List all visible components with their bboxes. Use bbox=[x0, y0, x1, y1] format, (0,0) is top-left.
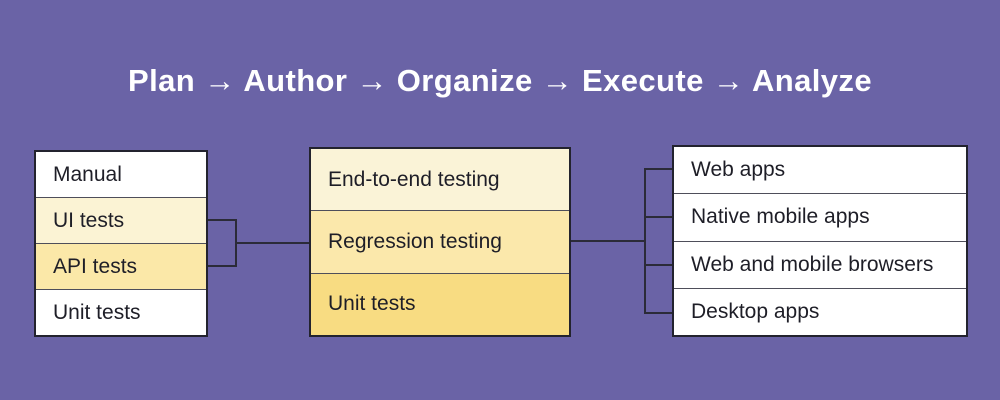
row-unit-tests-left: Unit tests bbox=[36, 289, 206, 335]
test-types-box: Manual UI tests API tests Unit tests bbox=[34, 150, 208, 337]
page-title: Plan → Author → Organize → Execute → Ana… bbox=[128, 63, 872, 98]
row-web-apps: Web apps bbox=[674, 147, 966, 194]
row-regression-testing: Regression testing bbox=[311, 210, 569, 273]
row-manual: Manual bbox=[36, 152, 206, 197]
connector-left-bracket bbox=[208, 219, 310, 267]
testing-kinds-box: End-to-end testing Regression testing Un… bbox=[309, 147, 571, 337]
row-ui-tests: UI tests bbox=[36, 197, 206, 243]
row-unit-tests-middle: Unit tests bbox=[311, 272, 569, 335]
row-api-tests: API tests bbox=[36, 243, 206, 289]
row-desktop-apps: Desktop apps bbox=[674, 287, 966, 335]
row-web-and-mobile-browsers: Web and mobile browsers bbox=[674, 240, 966, 288]
connector-right-bracket bbox=[570, 168, 673, 314]
platforms-box: Web apps Native mobile apps Web and mobi… bbox=[672, 145, 968, 337]
row-end-to-end-testing: End-to-end testing bbox=[311, 149, 569, 211]
row-native-mobile-apps: Native mobile apps bbox=[674, 193, 966, 241]
